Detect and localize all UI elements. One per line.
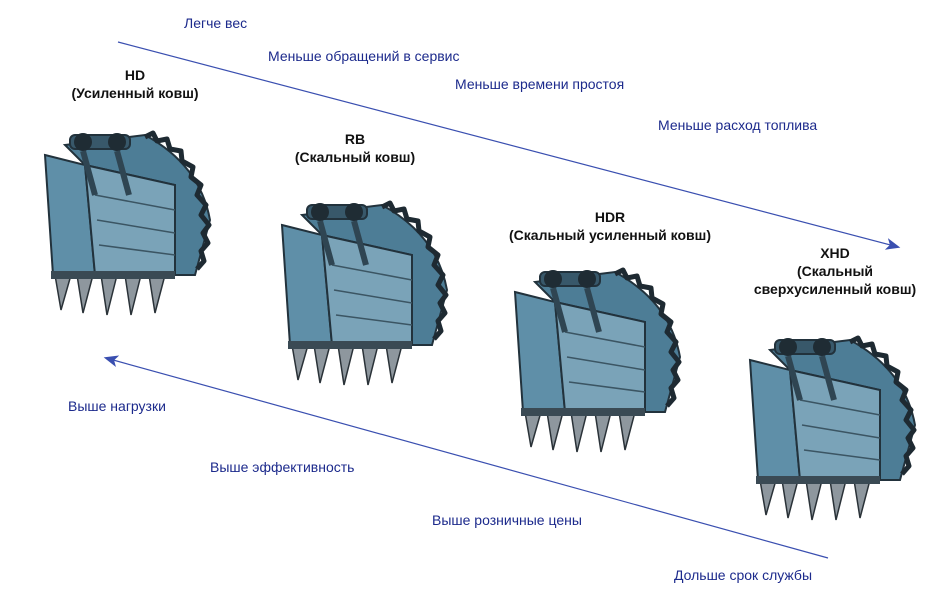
benefit-higher-load: Выше нагрузки <box>68 398 166 414</box>
bucket-name-line2: сверхусиленный ковш) <box>753 281 917 297</box>
bucket-code: HD <box>124 67 146 83</box>
benefit-higher-retail-price: Выше розничные цены <box>432 512 582 528</box>
bucket-rb-illustration <box>262 195 462 395</box>
excavator-bucket-icon <box>45 133 210 315</box>
excavator-bucket-icon <box>282 203 447 385</box>
benefit-fewer-service-calls: Меньше обращений в сервис <box>268 48 460 64</box>
bottom-arrow <box>103 355 829 559</box>
bucket-title-rb: RB (Скальный ковш) <box>290 130 420 166</box>
bucket-name-line1: (Скальный <box>796 263 874 279</box>
bucket-code: RB <box>344 131 366 147</box>
bucket-xhd-illustration <box>730 330 930 530</box>
benefit-less-downtime: Меньше времени простоя <box>455 76 625 92</box>
bucket-title-hd: HD (Усиленный ковш) <box>70 66 200 102</box>
bucket-title-hdr: HDR (Скальный усиленный ковш) <box>500 208 720 244</box>
benefit-lighter-weight: Легче вес <box>184 15 248 31</box>
bucket-code: XHD <box>820 245 850 261</box>
bucket-code: HDR <box>594 209 626 225</box>
bucket-hd-illustration <box>25 125 225 325</box>
benefit-higher-efficiency: Выше эффективность <box>210 459 355 475</box>
bucket-title-xhd: XHD (Скальный сверхусиленный ковш) <box>750 244 920 298</box>
bucket-name: (Скальный ковш) <box>294 149 416 165</box>
bucket-name: (Усиленный ковш) <box>71 85 199 101</box>
excavator-bucket-icon <box>515 270 680 452</box>
bucket-hdr-illustration <box>495 262 695 462</box>
bucket-name: (Скальный усиленный ковш) <box>509 227 711 243</box>
benefit-lower-fuel: Меньше расход топлива <box>658 117 818 133</box>
excavator-bucket-icon <box>750 338 915 520</box>
benefit-longer-service-life: Дольше срок службы <box>674 567 813 583</box>
